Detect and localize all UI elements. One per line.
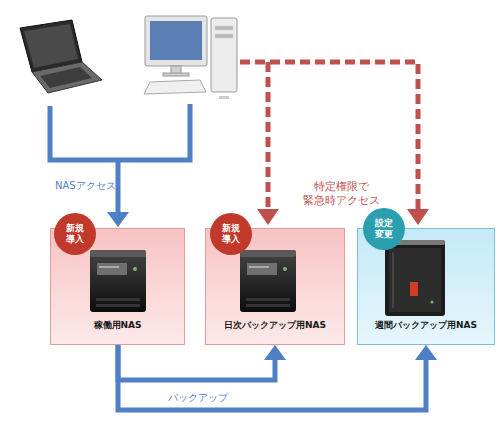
annotation-label: NASアクセス — [55, 179, 145, 192]
backup-connector — [118, 345, 437, 410]
access-arrow — [50, 104, 190, 227]
edge-label: バックアップ — [168, 391, 228, 405]
annotation-label: 特定権限で 緊急時アクセス — [296, 180, 386, 209]
badge-circle-shape — [363, 208, 405, 250]
desktop-illustration — [144, 16, 237, 99]
emergency-arrow — [240, 62, 429, 225]
panel-title: 週間バックアップ用NAS — [375, 319, 477, 332]
status-badge: 新規 導入 — [209, 212, 253, 256]
connector-line — [118, 345, 426, 410]
nas-device — [240, 250, 296, 312]
nas-device — [385, 240, 445, 316]
status-badge: 設定 変更 — [362, 207, 406, 251]
arrow-head — [264, 345, 286, 360]
badge-circle-shape — [210, 213, 252, 255]
badge-text: 設定 変更 — [371, 218, 397, 240]
arrow-head — [415, 345, 437, 360]
panel-title: 日次バックアップ用NAS — [224, 319, 326, 332]
status-badge: 新規 導入 — [53, 212, 97, 256]
badge-circle-shape — [54, 213, 96, 255]
panel-title: 稼働用NAS — [94, 319, 142, 332]
laptop-illustration — [20, 20, 102, 93]
badge-text: 新規 導入 — [62, 223, 88, 245]
badge-text: 新規 導入 — [218, 223, 244, 245]
nas-device — [90, 250, 146, 312]
backup-connector — [118, 345, 286, 380]
connector-line — [118, 345, 275, 380]
